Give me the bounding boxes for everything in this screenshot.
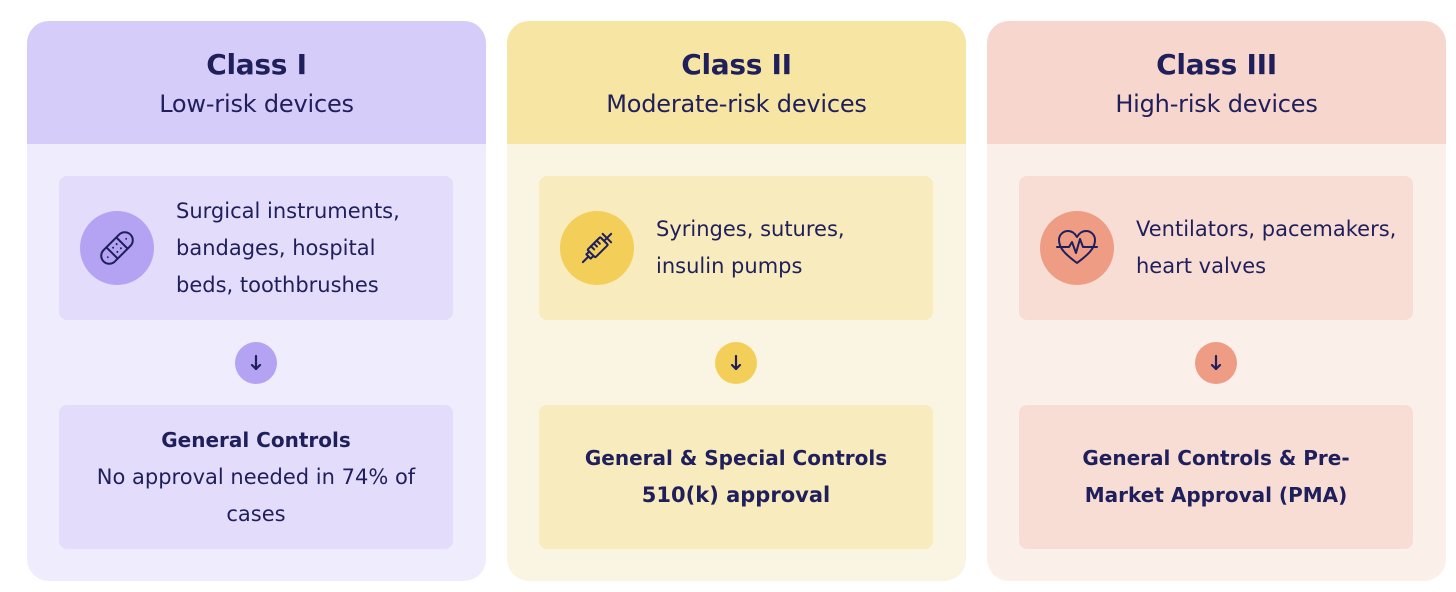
class-ii-examples: Syringes, sutures, insulin pumps [656, 217, 845, 278]
class-ii-card: Class II Moderate-risk devices [507, 21, 966, 581]
class-ii-header: Class II Moderate-risk devices [507, 21, 966, 144]
bandage-icon [80, 211, 154, 285]
class-i-controls-desc: No approval needed in 74% of cases [96, 464, 416, 526]
class-ii-controls-box: General & Special Controls 510(k) approv… [539, 405, 933, 549]
class-iii-body: Ventilators, pacemakers, heart valves Ge… [987, 144, 1446, 581]
class-i-subtitle: Low-risk devices [159, 90, 354, 118]
class-iii-examples: Ventilators, pacemakers, heart valves [1136, 217, 1397, 278]
class-iii-controls-box: General Controls & Pre-Market Approval (… [1019, 405, 1413, 549]
class-i-header: Class I Low-risk devices [27, 21, 486, 144]
class-i-card: Class I Low-risk devices [27, 21, 486, 581]
heart-pulse-icon [1040, 211, 1114, 285]
arrow-down-icon [235, 342, 277, 384]
class-iii-examples-box: Ventilators, pacemakers, heart valves [1019, 176, 1413, 320]
class-ii-subtitle: Moderate-risk devices [606, 90, 867, 118]
class-ii-title: Class II [681, 48, 792, 81]
arrow-down-icon [715, 342, 757, 384]
class-ii-body: Syringes, sutures, insulin pumps General… [507, 144, 966, 581]
class-ii-examples-box: Syringes, sutures, insulin pumps [539, 176, 933, 320]
class-iii-header: Class III High-risk devices [987, 21, 1446, 144]
class-iii-subtitle: High-risk devices [1115, 90, 1318, 118]
class-i-body: Surgical instruments, bandages, hospital… [27, 144, 486, 581]
class-i-examples-box: Surgical instruments, bandages, hospital… [59, 176, 453, 320]
syringe-icon [560, 211, 634, 285]
class-i-controls-title: General Controls [161, 427, 351, 452]
class-iii-card: Class III High-risk devices Ventilators,… [987, 21, 1446, 581]
class-iii-title: Class III [1156, 48, 1277, 81]
class-iii-controls-title: General Controls & Pre-Market Approval (… [1082, 446, 1350, 507]
class-ii-controls-desc: 510(k) approval [641, 483, 831, 507]
class-i-controls-box: General Controls No approval needed in 7… [59, 405, 453, 549]
class-i-examples: Surgical instruments, bandages, hospital… [176, 198, 400, 297]
class-ii-controls-title: General & Special Controls [584, 446, 888, 470]
class-i-title: Class I [206, 48, 307, 81]
arrow-down-icon [1195, 342, 1237, 384]
